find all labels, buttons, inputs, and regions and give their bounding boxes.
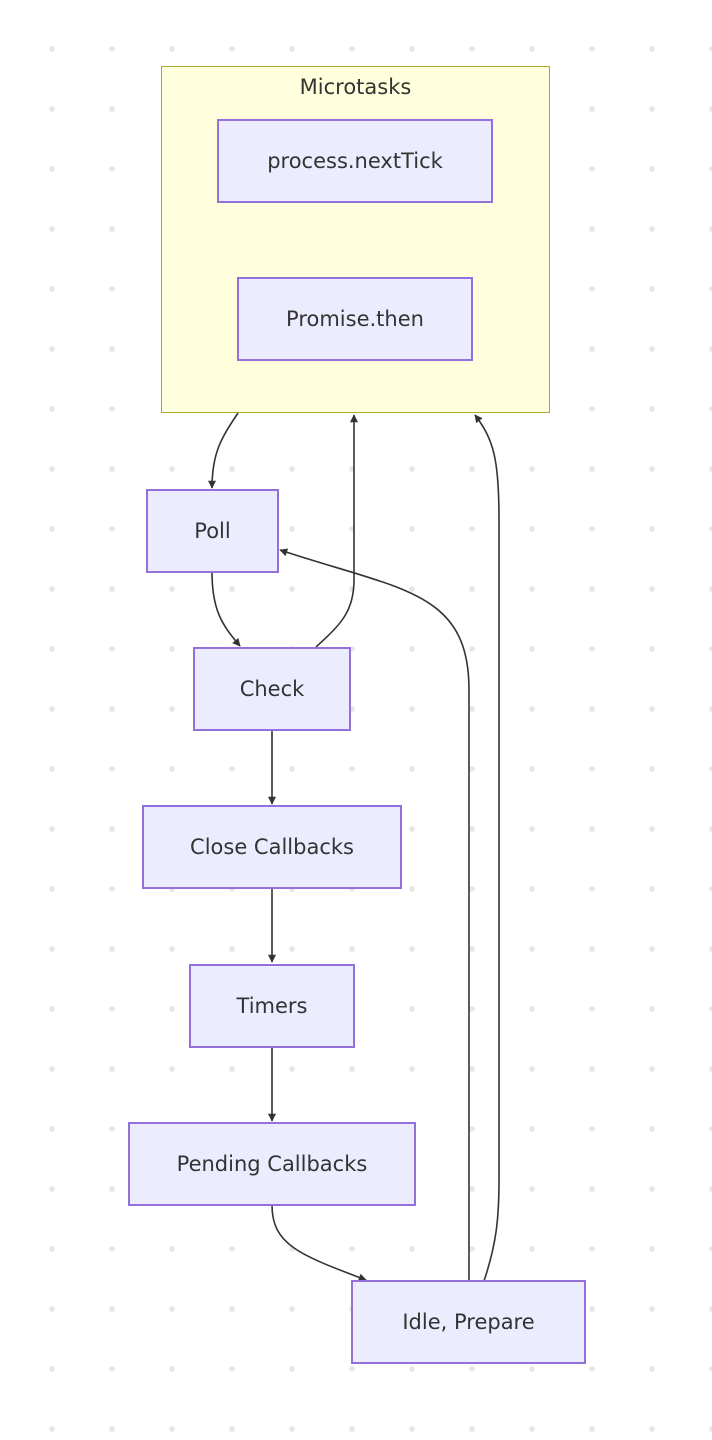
node-poll-label: Poll [194, 519, 231, 543]
node-pending-callbacks: Pending Callbacks [128, 1122, 416, 1206]
node-promise-then: Promise.then [237, 277, 473, 361]
node-close-callbacks: Close Callbacks [142, 805, 402, 889]
edge-poll-to-check [211, 571, 241, 647]
edge-idle-to-poll [279, 548, 470, 1281]
node-poll: Poll [146, 489, 279, 573]
node-check-label: Check [239, 677, 305, 701]
node-timers: Timers [189, 964, 355, 1048]
node-process-nexttick: process.nextTick [217, 119, 493, 203]
node-process-nexttick-label: process.nextTick [267, 149, 443, 173]
edge-pending-to-idle [271, 1204, 367, 1282]
node-check: Check [193, 647, 351, 731]
edge-microtasks-to-poll [208, 412, 239, 489]
node-pending-callbacks-label: Pending Callbacks [176, 1152, 368, 1176]
microtasks-cluster-label: Microtasks [299, 75, 412, 99]
edge-idle-to-microtasks [474, 414, 500, 1282]
node-close-callbacks-label: Close Callbacks [190, 835, 354, 859]
node-idle-prepare: Idle, Prepare [351, 1280, 586, 1364]
node-idle-prepare-label: Idle, Prepare [402, 1310, 535, 1334]
node-timers-label: Timers [236, 994, 308, 1018]
edge-check-to-microtasks [315, 414, 358, 648]
node-promise-then-label: Promise.then [286, 307, 424, 331]
